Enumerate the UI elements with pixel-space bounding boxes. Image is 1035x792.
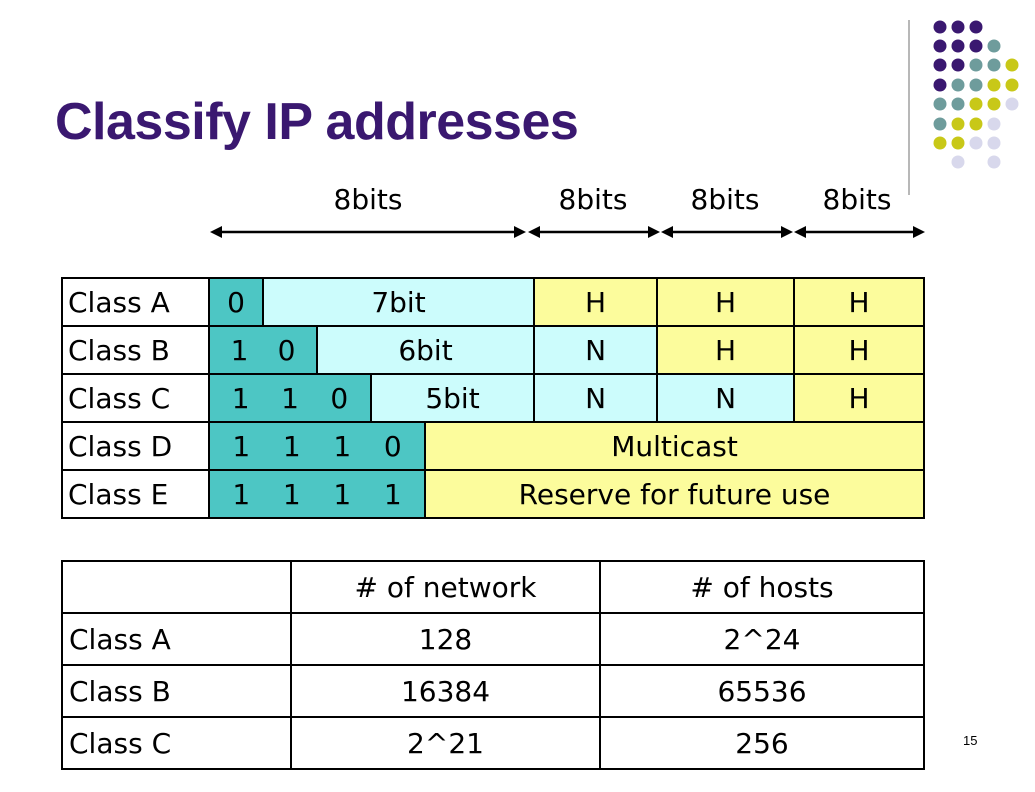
octet-3: N: [656, 373, 796, 423]
dot-row-7: [933, 136, 1001, 150]
prefix-bits: 1 1 1 0: [208, 421, 426, 471]
prefix-bits: 1 1 1 1: [208, 469, 426, 519]
prefix-bit: 1: [232, 429, 251, 463]
header-hosts: # of hosts: [599, 560, 925, 614]
prefix-bit: 1: [282, 477, 301, 511]
network-bits: 6bit: [315, 325, 536, 375]
arrow-octet-2: [528, 226, 660, 238]
header-networks: # of network: [290, 560, 601, 614]
dot-row-6: [933, 117, 1001, 131]
prefix-bit: 1: [282, 429, 301, 463]
class-table-row-d: Class D 1 1 1 0 Multicast: [61, 421, 926, 471]
class-label: Class A: [61, 277, 210, 327]
count-table-header: # of network # of hosts: [61, 560, 925, 614]
prefix-bits: 1 1 0: [208, 373, 372, 423]
network-count: 16384: [290, 664, 601, 718]
prefix-bit: 1: [383, 477, 402, 511]
host-count: 256: [599, 716, 925, 770]
prefix-bit: 1: [281, 381, 299, 415]
prefix-bit: 1: [333, 477, 352, 511]
octet-4: H: [793, 325, 926, 375]
prefix-bit: 0: [277, 333, 296, 367]
header-empty: [61, 560, 292, 614]
host-count: 2^24: [599, 612, 925, 666]
class-label: Class B: [61, 664, 292, 718]
count-table-row-a: Class A 128 2^24: [61, 612, 925, 666]
octet-2: H: [533, 277, 659, 327]
network-count: 2^21: [290, 716, 601, 770]
class-label: Class C: [61, 716, 292, 770]
prefix-bit: 1: [230, 333, 249, 367]
prefix-bit: 1: [333, 429, 352, 463]
dot-row-5: [933, 97, 1019, 111]
prefix-bit: 1: [231, 381, 250, 415]
prefix-bit: 1: [232, 477, 251, 511]
class-table-row-a: Class A 0 7bit H H H: [61, 277, 926, 327]
network-bits: 7bit: [261, 277, 536, 327]
octet-2: N: [533, 325, 659, 375]
octet-4: H: [793, 373, 926, 423]
dot-row-1: [933, 20, 983, 34]
decorative-vertical-line: [908, 20, 910, 195]
ip-class-bit-table: Class A 0 7bit H H H Class B 1 0 6bit N …: [61, 277, 926, 519]
page-title: Classify IP addresses: [55, 93, 579, 151]
class-table-row-b: Class B 1 0 6bit N H H: [61, 325, 926, 375]
class-label: Class C: [61, 373, 210, 423]
dot-row-8: [951, 155, 1001, 169]
octet-3: H: [656, 325, 796, 375]
network-count: 128: [290, 612, 601, 666]
reserved-range: Reserve for future use: [423, 469, 926, 519]
dot-row-2: [933, 39, 1001, 53]
bits-label-octet-1: 8bits: [333, 183, 403, 216]
arrow-octet-4: [794, 226, 925, 238]
prefix-bit: 0: [208, 277, 264, 327]
prefix-bits: 1 0: [208, 325, 318, 375]
network-bits: 5bit: [369, 373, 536, 423]
octet-3: H: [656, 277, 796, 327]
bits-label-octet-3: 8bits: [690, 183, 760, 216]
dot-row-4: [933, 78, 1019, 92]
bits-label-octet-4: 8bits: [822, 183, 892, 216]
arrow-octet-1: [210, 226, 526, 238]
class-label: Class D: [61, 421, 210, 471]
count-table-row-b: Class B 16384 65536: [61, 664, 925, 718]
class-label: Class A: [61, 612, 292, 666]
class-table-row-e: Class E 1 1 1 1 Reserve for future use: [61, 469, 926, 519]
network-host-count-table: # of network # of hosts Class A 128 2^24…: [61, 560, 925, 770]
class-label: Class B: [61, 325, 210, 375]
prefix-bit: 0: [330, 381, 349, 415]
page-number: 15: [963, 733, 978, 748]
prefix-bit: 0: [383, 429, 402, 463]
class-label: Class E: [61, 469, 210, 519]
class-table-row-c: Class C 1 1 0 5bit N N H: [61, 373, 926, 423]
dot-row-3: [933, 58, 1019, 72]
octet-2: N: [533, 373, 659, 423]
octet-4: H: [793, 277, 926, 327]
octet-width-arrows: [210, 226, 925, 238]
bits-label-octet-2: 8bits: [558, 183, 628, 216]
multicast-range: Multicast: [423, 421, 926, 471]
host-count: 65536: [599, 664, 925, 718]
arrow-octet-3: [661, 226, 793, 238]
count-table-row-c: Class C 2^21 256: [61, 716, 925, 770]
